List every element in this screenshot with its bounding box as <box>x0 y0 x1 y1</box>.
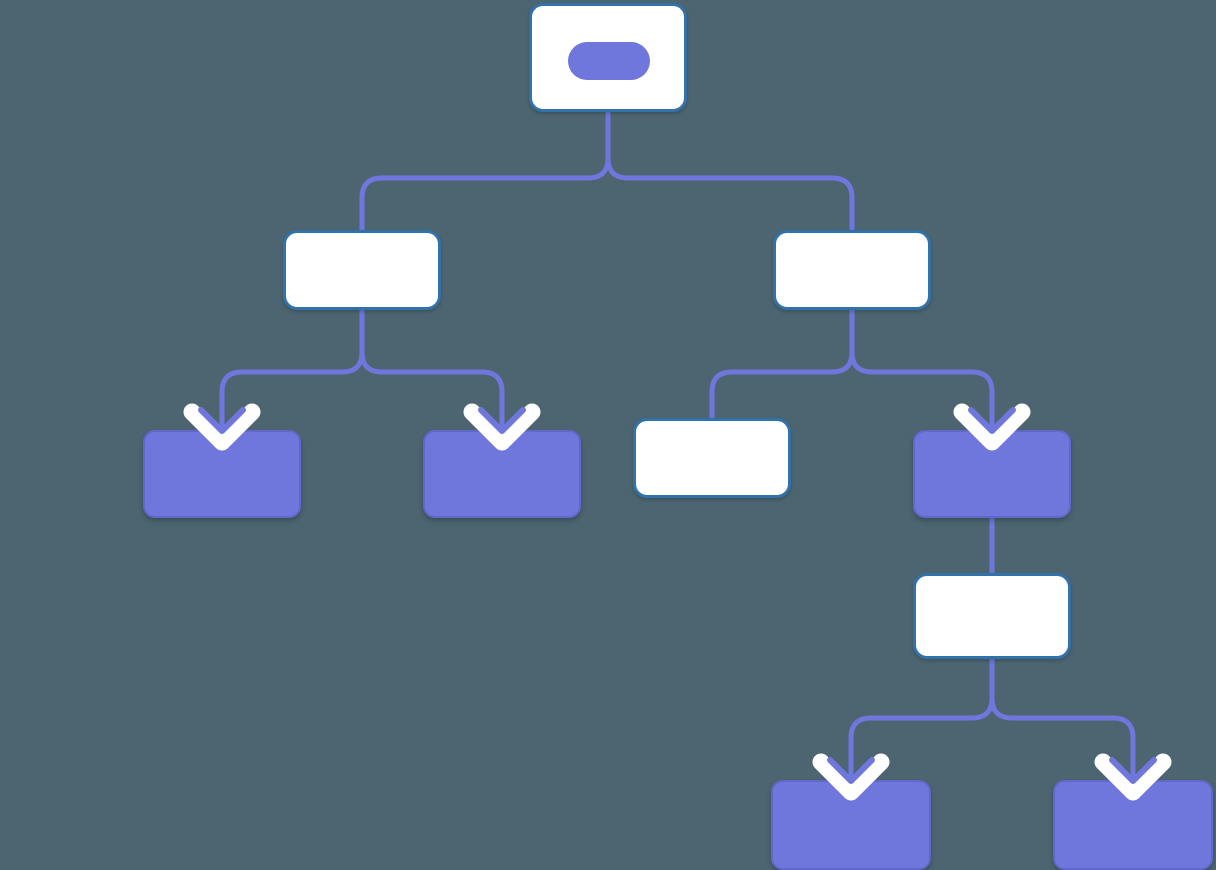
arrow-tip-chevron <box>827 757 875 784</box>
arrow-tip-chevron <box>198 407 246 434</box>
root-node[interactable] <box>529 3 687 112</box>
level5-leaf-two[interactable] <box>1053 780 1213 870</box>
arrow-tip-chevron <box>1109 757 1157 784</box>
edge-left-to-leaf-one <box>219 310 365 436</box>
arrow-tip-chevron <box>968 407 1016 434</box>
level3-white-leaf[interactable] <box>633 418 791 498</box>
level3-leaf-one[interactable] <box>143 430 301 518</box>
root-node-pill <box>568 42 650 80</box>
edge-left-to-leaf-two <box>359 310 505 436</box>
level4-white-node[interactable] <box>913 573 1071 659</box>
edge-level4-to-leaf-two <box>989 659 1136 786</box>
arrow-tip-chevron <box>478 407 526 434</box>
level5-leaf-one[interactable] <box>771 780 931 870</box>
level2-right-node[interactable] <box>773 230 931 310</box>
level3-branch-node[interactable] <box>913 430 1071 518</box>
level3-leaf-two[interactable] <box>423 430 581 518</box>
edge-right-to-branch <box>849 310 995 436</box>
level2-left-node[interactable] <box>283 230 441 310</box>
edge-level4-to-leaf-one <box>848 659 995 786</box>
